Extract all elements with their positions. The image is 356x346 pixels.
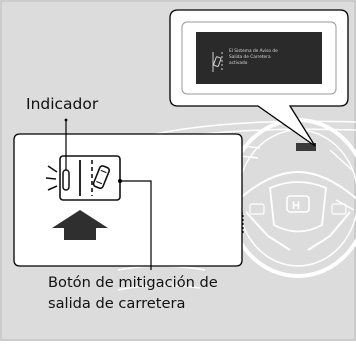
- display-screen: [196, 32, 322, 84]
- display-callout: El Sistema de Aviso de Salida de Carrete…: [169, 9, 349, 147]
- button-label-line2: salida de carretera: [48, 295, 186, 312]
- leader-lines: [64, 118, 152, 270]
- button-label: Botón de mitigación de salida de carrete…: [48, 272, 218, 314]
- car-drift-icon: [92, 165, 111, 190]
- display-message-line3: activado: [229, 60, 248, 66]
- indicator-label: Indicador: [26, 95, 99, 113]
- button-zoom-inset: [13, 133, 243, 267]
- rdm-screen-icon: [212, 52, 223, 72]
- svg-text:H: H: [292, 200, 300, 212]
- display-message-line1: El Sistema de Aviso de: [229, 48, 278, 54]
- press-arrow-icon: [52, 210, 108, 240]
- button-label-line1: Botón de mitigación de: [48, 274, 218, 291]
- indicator-light: [62, 169, 70, 191]
- display-message-line2: Salida de Carretera: [229, 54, 271, 60]
- indicator-rays: [45, 165, 58, 191]
- display-marker: [296, 143, 316, 151]
